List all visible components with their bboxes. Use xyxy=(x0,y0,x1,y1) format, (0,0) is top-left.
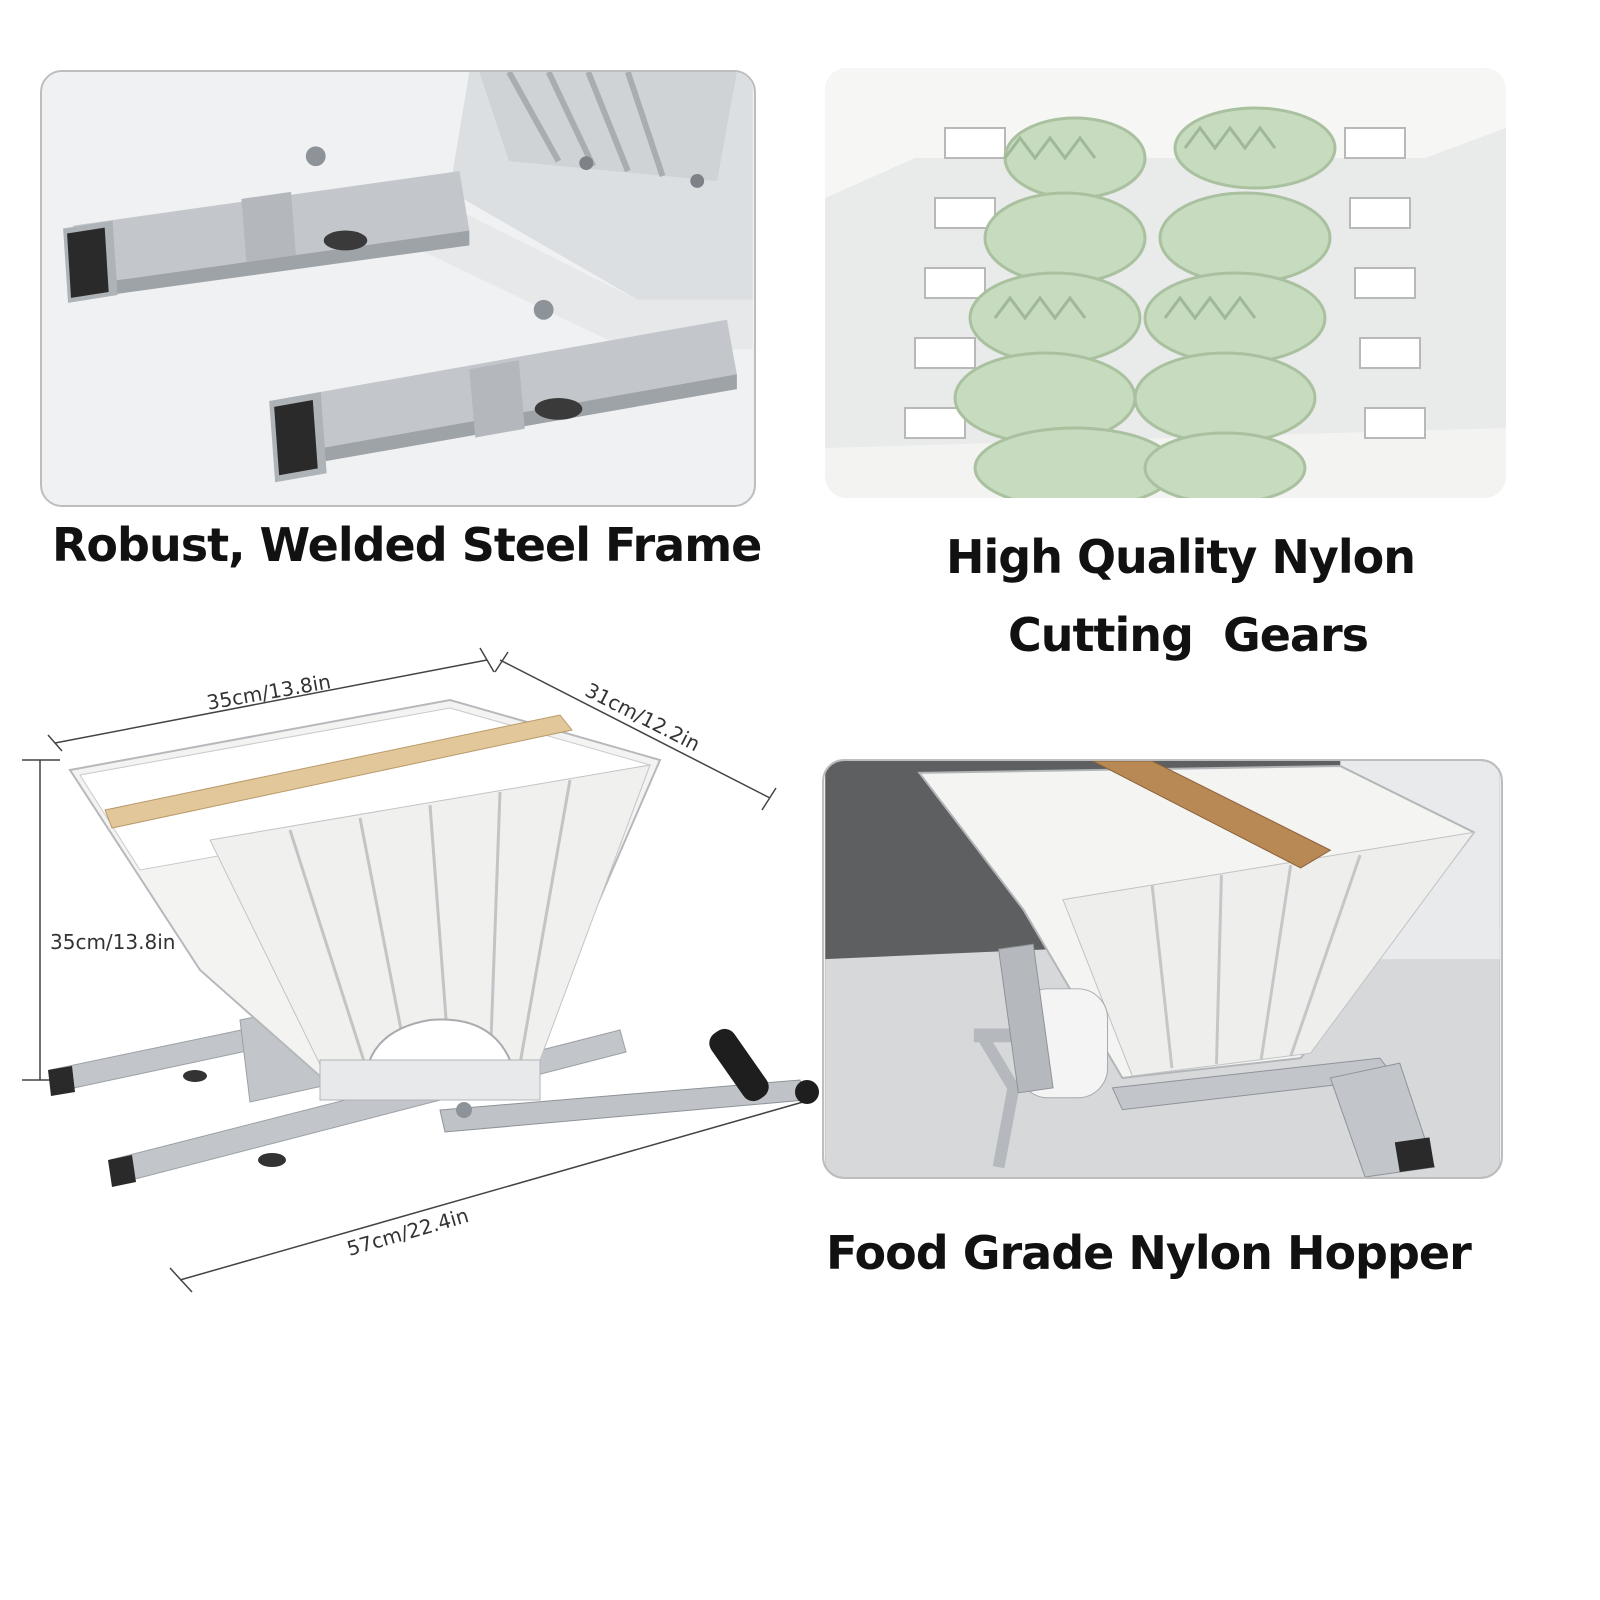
hopper-caption: Food Grade Nylon Hopper xyxy=(826,1226,1472,1280)
hopper-photo-panel xyxy=(822,759,1503,1179)
frame-caption: Robust, Welded Steel Frame xyxy=(52,518,762,572)
hopper-photo-illustration xyxy=(825,761,1500,1177)
crusher-illustration xyxy=(22,647,819,1293)
gears-photo-illustration xyxy=(825,68,1506,498)
product-dimension-diagram xyxy=(0,640,840,1340)
gears-photo-panel xyxy=(825,68,1506,498)
frame-photo-illustration xyxy=(43,72,753,505)
gears-caption-line2: Cutting Gears xyxy=(1008,608,1369,662)
dim-height-label: 35cm/13.8in xyxy=(50,930,176,954)
frame-photo-panel xyxy=(40,70,756,507)
gears-caption-line1: High Quality Nylon xyxy=(946,530,1416,584)
